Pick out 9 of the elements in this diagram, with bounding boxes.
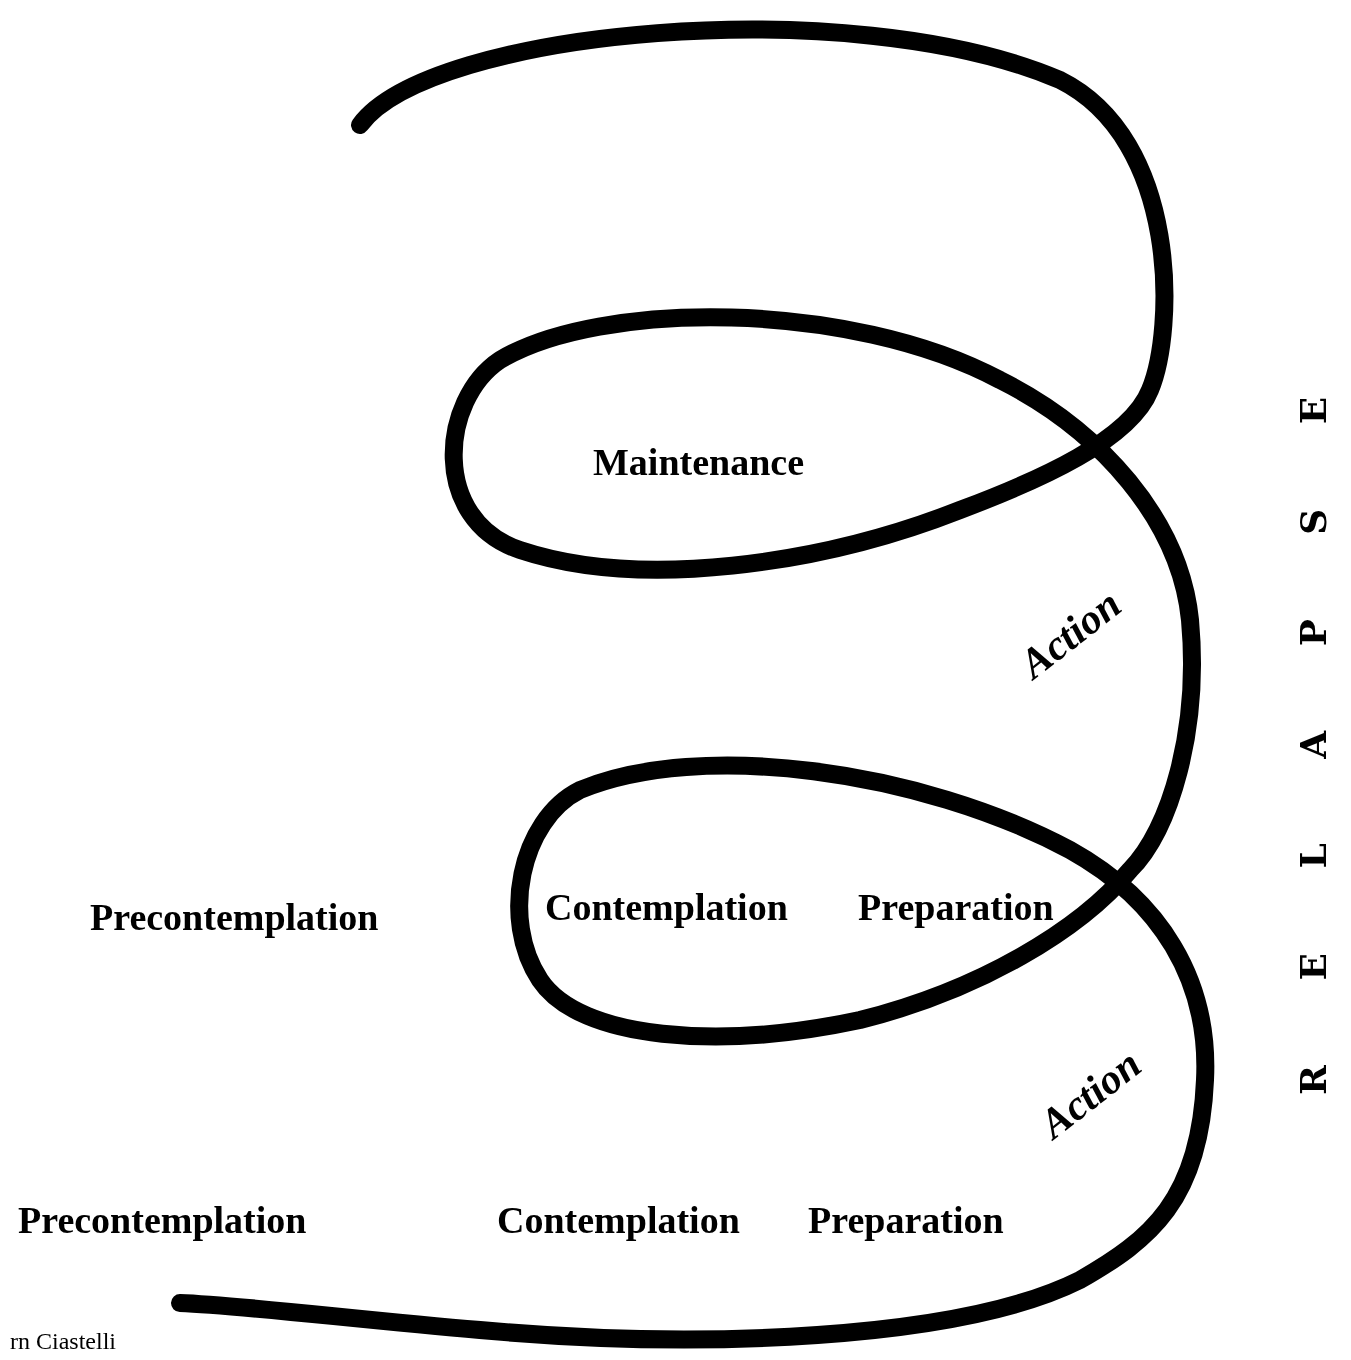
stage-label: Precontemplation [18, 1198, 307, 1242]
credit-text: rn Ciastelli [10, 1328, 116, 1355]
stage-label: Contemplation [545, 885, 788, 929]
stage-label: Contemplation [497, 1198, 740, 1242]
stage-label: Preparation [858, 885, 1054, 929]
stage-label: Maintenance [593, 440, 805, 484]
stage-label: Precontemplation [90, 895, 379, 939]
stage-label: Preparation [808, 1198, 1004, 1242]
side-heading: R E L A P S E [1292, 360, 1334, 1095]
